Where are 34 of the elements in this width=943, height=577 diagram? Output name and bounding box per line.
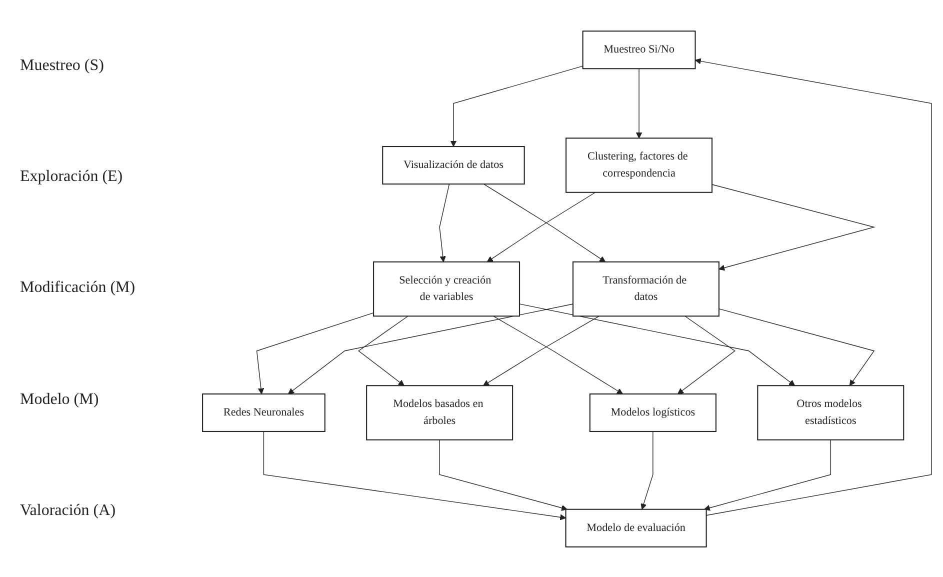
arrow bbox=[262, 430, 566, 520]
node-box: Visualización de datos bbox=[382, 145, 524, 184]
node-box: Transformación de datos bbox=[572, 260, 719, 316]
node-box: Otros modelos estadísticos bbox=[756, 384, 904, 440]
stage-label: Valoración (A) bbox=[20, 502, 117, 520]
arrow bbox=[486, 192, 596, 262]
arrow bbox=[711, 184, 875, 270]
arrow bbox=[677, 315, 735, 394]
node-box: Redes Neuronales bbox=[202, 392, 325, 432]
arrow bbox=[288, 303, 573, 394]
arrow bbox=[358, 315, 408, 386]
node-box: Modelos basados en árboles bbox=[366, 384, 513, 440]
node-box: Modelo de evaluación bbox=[564, 508, 706, 547]
stage-label: Muestreo (S) bbox=[20, 56, 105, 75]
node-box: Clustering, factores de correspondencia bbox=[565, 137, 712, 192]
stage-label: Modelo (M) bbox=[20, 390, 100, 409]
arrow bbox=[438, 439, 567, 510]
node-box: Selección y creación de variables bbox=[372, 260, 520, 316]
stage-label: Exploración (E) bbox=[20, 168, 124, 186]
arrow bbox=[450, 65, 583, 146]
arrow bbox=[640, 430, 653, 510]
arrow bbox=[704, 439, 830, 510]
arrow bbox=[694, 58, 932, 516]
arrow bbox=[718, 308, 874, 386]
node-box: Modelos logísticos bbox=[588, 392, 716, 432]
arrow bbox=[518, 303, 795, 386]
node-box: Muestreo Si/No bbox=[582, 30, 696, 69]
stage-label: Modificación (M) bbox=[20, 279, 136, 298]
arrow bbox=[438, 183, 450, 262]
arrow bbox=[482, 315, 600, 386]
arrow bbox=[482, 183, 606, 262]
arrow bbox=[635, 68, 642, 138]
arrow bbox=[492, 315, 622, 394]
arrow bbox=[256, 312, 374, 394]
